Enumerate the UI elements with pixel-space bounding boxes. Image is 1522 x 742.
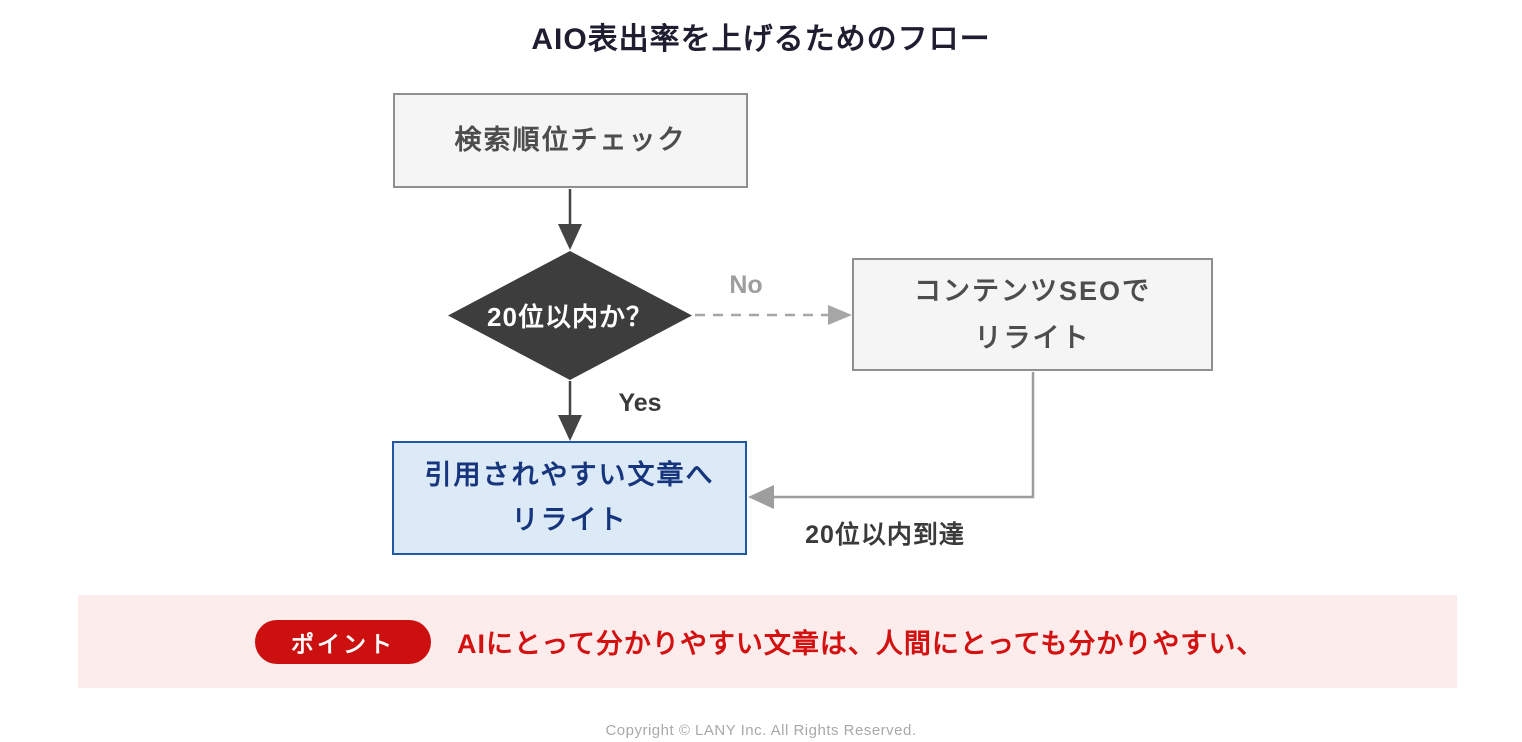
point-banner: ポイント AIにとって分かりやすい文章は、人間にとっても分かりやすい、 — [78, 595, 1457, 688]
copyright-footer: Copyright © LANY Inc. All Rights Reserve… — [605, 722, 917, 739]
quote-rewrite-box-line1: 引用されやすい文章へ — [424, 460, 715, 490]
seo-rewrite-box: コンテンツSEOで リライト — [852, 258, 1213, 371]
return-arrow — [748, 372, 1035, 509]
seo-rewrite-box-line1: コンテンツSEOで — [913, 275, 1152, 306]
edge-label-yes: Yes — [618, 389, 662, 417]
point-text: AIにとって分かりやすい文章は、人間にとっても分かりやすい、 — [457, 629, 1265, 659]
yes-arrow — [558, 381, 582, 441]
edge-label-no: No — [729, 271, 763, 299]
quote-rewrite-box-line2: リライト — [511, 505, 628, 535]
point-badge: ポイント — [255, 619, 431, 664]
decision-label: 20位以内か？ — [487, 302, 653, 332]
page-title: AIO表出率を上げるためのフロー — [531, 23, 991, 56]
start-box-label: 検索順位チェック — [454, 125, 687, 155]
seo-rewrite-box-line2: リライト — [974, 322, 1091, 353]
arrow-start-to-decision — [558, 189, 582, 250]
quote-rewrite-box: 引用されやすい文章へ リライト — [392, 441, 747, 555]
edge-label-return: 20位以内到達 — [805, 521, 965, 549]
decision-diamond: 20位以内か？ — [448, 251, 692, 380]
no-dashed-arrow — [695, 305, 852, 325]
start-box: 検索順位チェック — [393, 93, 748, 188]
